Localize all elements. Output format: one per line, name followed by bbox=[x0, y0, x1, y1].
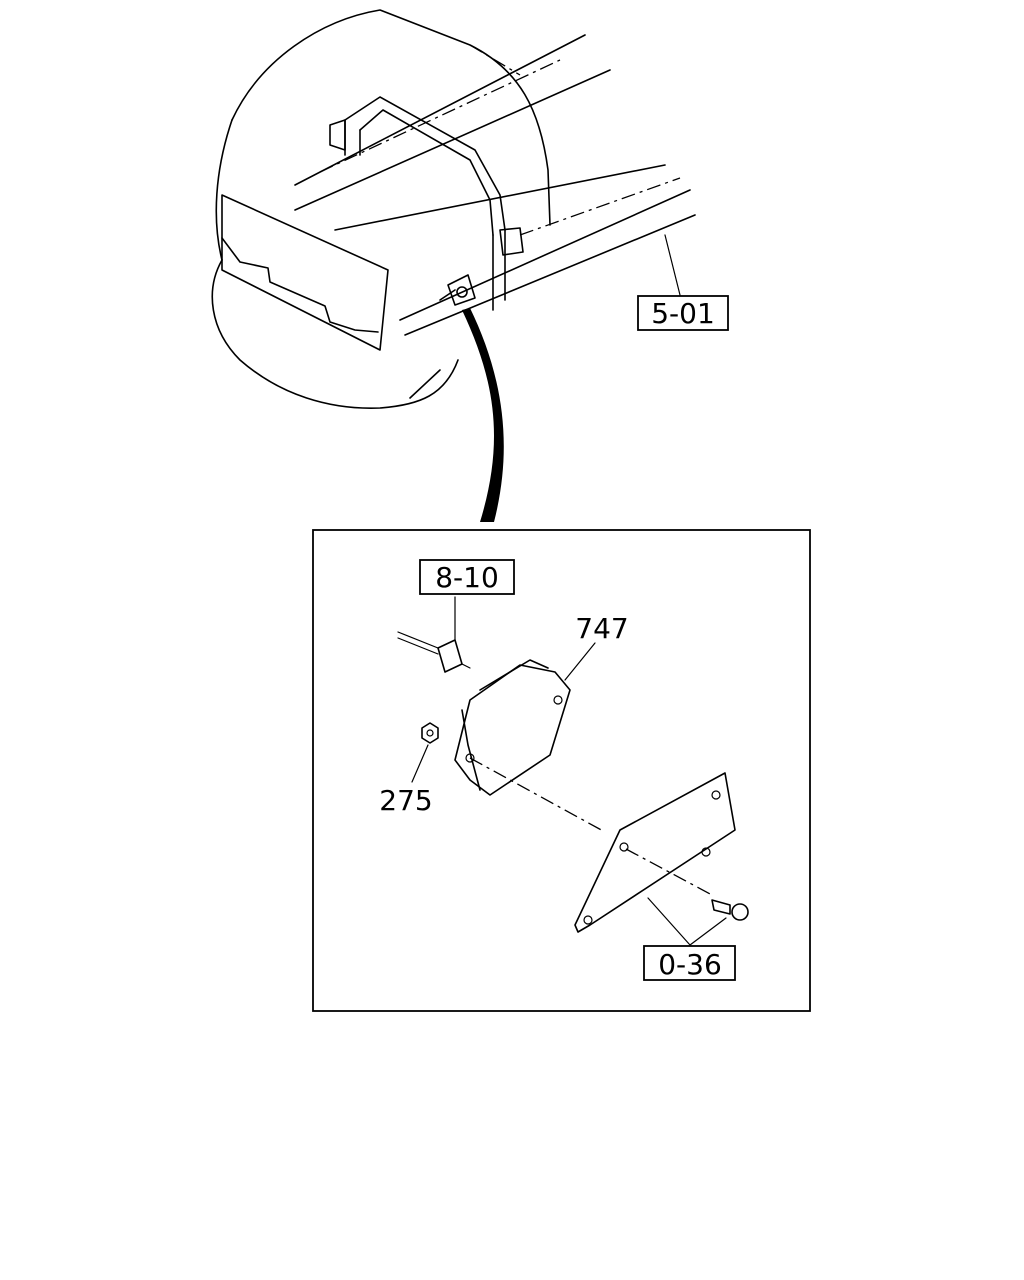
callout-harness-ref: 8-10 bbox=[435, 561, 499, 594]
callout-bracket-ref: 0-36 bbox=[658, 948, 722, 981]
harness-connector bbox=[397, 596, 471, 673]
module-part-number: 747 bbox=[575, 612, 628, 645]
callout-box-harness bbox=[419, 559, 515, 595]
callout-box-bracket bbox=[643, 945, 736, 981]
bolt bbox=[711, 899, 749, 921]
callout-cab-ref: 5-01 bbox=[651, 297, 715, 330]
cab-illustration bbox=[211, 9, 696, 522]
callout-box-cab bbox=[637, 295, 729, 331]
nut bbox=[411, 722, 439, 783]
bracket bbox=[574, 772, 736, 933]
control-module bbox=[454, 642, 596, 796]
nut-part-number: 275 bbox=[379, 784, 432, 817]
detail-frame bbox=[312, 529, 811, 1012]
